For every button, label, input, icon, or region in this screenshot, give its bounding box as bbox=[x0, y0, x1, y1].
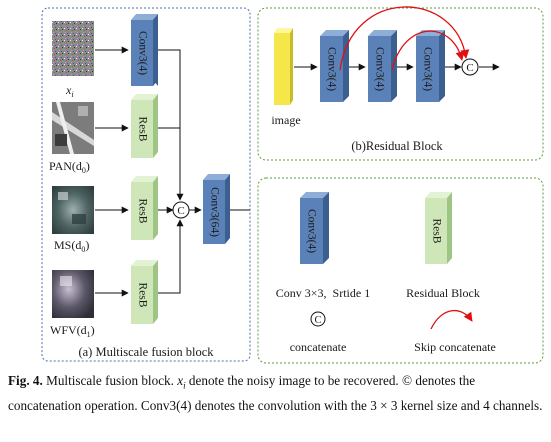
image-label: image bbox=[271, 113, 300, 127]
conv3-64-block: Conv3(64) bbox=[203, 174, 230, 244]
svg-text:ResB: ResB bbox=[430, 219, 442, 244]
caption-text-3: denotes the concatenation operation. Con… bbox=[8, 373, 543, 413]
svg-text:ResB: ResB bbox=[136, 199, 148, 224]
noisy-image bbox=[52, 21, 94, 76]
svg-text:Conv3(4): Conv3(4) bbox=[325, 47, 337, 91]
conv-block-b2: Conv3(4) bbox=[368, 30, 397, 102]
panel-a-caption: (a) Multiscale fusion block bbox=[78, 345, 214, 359]
resb-block-wfv: ResB bbox=[131, 260, 158, 324]
panel-b-frame bbox=[257, 7, 544, 161]
svg-text:C: C bbox=[314, 315, 321, 326]
legend-skip-desc: Skip concatenate bbox=[414, 340, 496, 354]
legend-resb-desc: Residual Block bbox=[406, 286, 480, 300]
caption-symbol: © bbox=[402, 373, 413, 388]
legend-concat-symbol: C bbox=[310, 311, 326, 327]
wfv-label: WFV(d1) bbox=[50, 323, 95, 339]
pan-label: PAN(d0) bbox=[49, 159, 90, 175]
wfv-image bbox=[52, 270, 94, 318]
legend-concat-desc: concatenate bbox=[290, 340, 347, 354]
svg-text:Conv3(64): Conv3(64) bbox=[208, 187, 220, 237]
concat-node-a: C bbox=[172, 201, 190, 219]
skip-arrows bbox=[339, 6, 470, 71]
panel-a-connectors bbox=[95, 46, 250, 297]
conv-block-b1: Conv3(4) bbox=[320, 30, 349, 102]
svg-text:Conv3(4): Conv3(4) bbox=[305, 209, 317, 253]
panel-a-frame bbox=[41, 7, 251, 362]
concat-node-b: C bbox=[461, 58, 479, 76]
svg-text:C: C bbox=[177, 205, 184, 217]
legend-frame bbox=[257, 177, 544, 364]
conv-block-b3: Conv3(4) bbox=[416, 30, 445, 102]
resb-block-pan: ResB bbox=[131, 94, 158, 158]
caption-text-2: denote the noisy image to be recovered. bbox=[188, 373, 399, 388]
caption-text-1: Multiscale fusion block. bbox=[46, 373, 174, 388]
input-image-block bbox=[274, 28, 293, 105]
legend-skip-arrow bbox=[430, 310, 473, 330]
ms-image bbox=[52, 186, 94, 234]
svg-text:Conv3(4): Conv3(4) bbox=[421, 47, 433, 91]
conv3-4-block-top: Conv3(4) bbox=[131, 14, 158, 86]
legend-resb-block: ResB bbox=[425, 192, 452, 264]
svg-text:ResB: ResB bbox=[136, 117, 148, 142]
svg-text:C: C bbox=[466, 62, 473, 74]
legend-conv-block: Conv3(4) bbox=[300, 192, 329, 264]
legend-conv-desc: Conv 3×3, Srtide 1 bbox=[276, 286, 370, 300]
svg-text:Conv3(4): Conv3(4) bbox=[136, 31, 148, 75]
figure-caption: Fig. 4. Multiscale fusion block. xi deno… bbox=[8, 371, 544, 415]
caption-fig-label: Fig. 4. bbox=[8, 373, 43, 388]
svg-text:Conv3(4): Conv3(4) bbox=[373, 47, 385, 91]
caption-var: xi bbox=[177, 373, 186, 391]
panel-b-caption: (b)Residual Block bbox=[351, 139, 443, 153]
ms-label: MS(d0) bbox=[54, 238, 89, 254]
svg-text:ResB: ResB bbox=[136, 283, 148, 308]
resb-block-ms: ResB bbox=[131, 176, 158, 240]
pan-image bbox=[52, 102, 94, 154]
noisy-label: xi bbox=[65, 83, 74, 99]
